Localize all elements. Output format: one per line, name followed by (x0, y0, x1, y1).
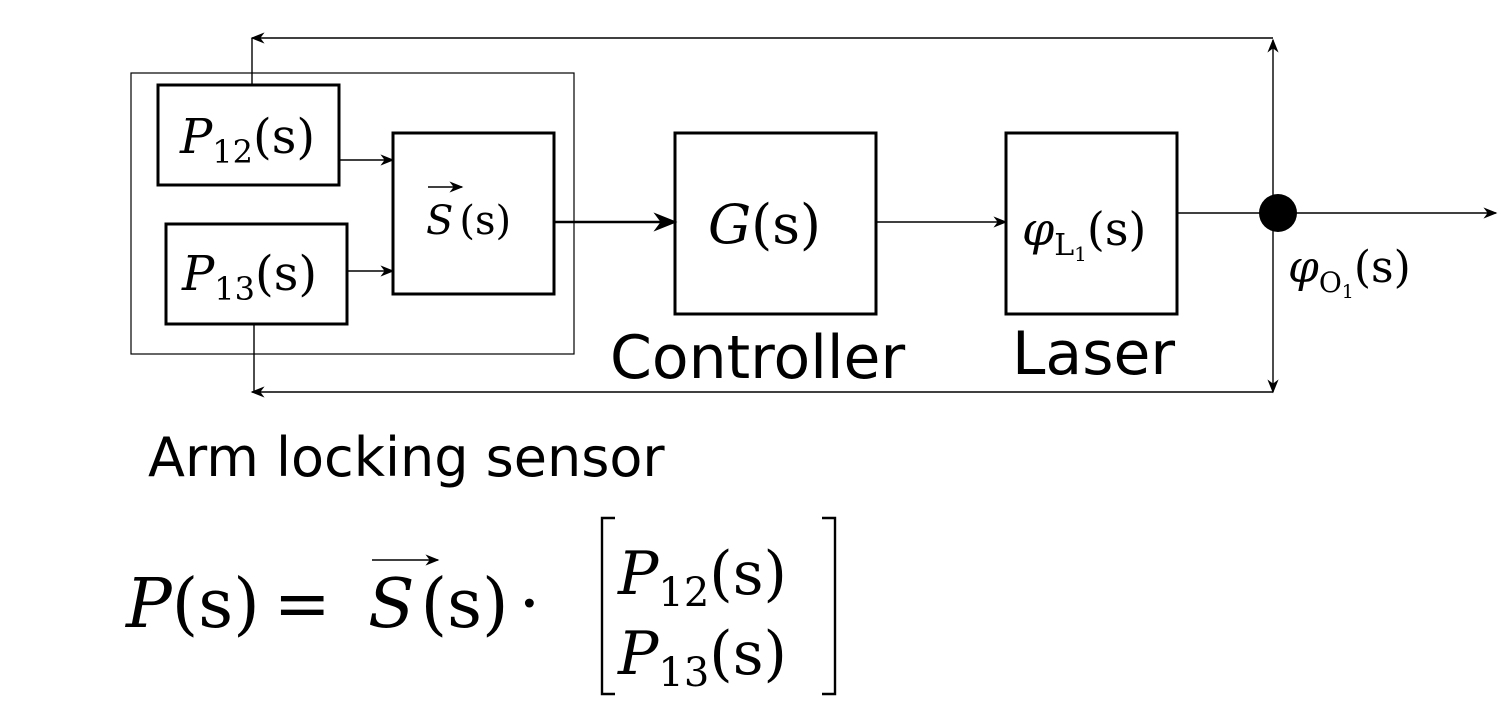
s-vec-arg: (s) (459, 198, 511, 244)
output-label: φO1(s) (1288, 242, 1411, 303)
svg-text:S(s)·: S(s)· (368, 565, 540, 644)
svg-text:P(s)=: P(s)= (124, 565, 331, 644)
eq-vec-var: S (368, 565, 415, 644)
eq-lhs-var: P (124, 565, 173, 644)
phi-o1-arg: (s) (1354, 242, 1411, 293)
phi-o1-var: φ (1288, 242, 1319, 293)
svg-text:φL1(s): φL1(s) (1022, 202, 1146, 266)
controller-block: G(s) (673, 131, 878, 316)
eq-row1-sub: 12 (658, 570, 709, 616)
eq-row1-var: P (617, 539, 660, 609)
eq-lhs-arg: (s) (172, 565, 260, 644)
equation: P(s)= S(s)· P12(s) P13(s) (124, 516, 837, 696)
branch-node (1259, 194, 1297, 232)
laser-label: Laser (1012, 319, 1175, 389)
svg-text:G(s): G(s) (708, 193, 821, 256)
svg-text:P13(s): P13(s) (617, 619, 787, 696)
svg-text:P13(s): P13(s) (181, 246, 317, 308)
svg-text:P12(s): P12(s) (617, 539, 787, 616)
laser-block: φL1(s) (1004, 131, 1179, 316)
eq-row1-arg: (s) (709, 539, 787, 609)
phi-l1-sub: L (1054, 228, 1074, 263)
s-vec-var: S (426, 198, 453, 244)
p13-arg: (s) (255, 246, 317, 302)
p12-var: P (179, 109, 213, 165)
arm-sensor-label: Arm locking sensor (148, 426, 665, 489)
phi-l1-subsub: 1 (1074, 242, 1087, 266)
p12-block: P12(s) (156, 83, 341, 187)
p12-sub: 12 (212, 133, 253, 171)
eq-row2-var: P (617, 619, 660, 689)
svg-text:S(s): S(s) (426, 198, 511, 244)
eq-row2-arg: (s) (709, 619, 787, 689)
eq-dot: · (519, 565, 541, 644)
phi-o1-sub: O (1319, 266, 1342, 299)
g-var: G (708, 193, 751, 256)
eq-row2-sub: 13 (658, 650, 709, 696)
phi-l1-var: φ (1022, 202, 1055, 256)
controller-label: Controller (610, 323, 905, 393)
svg-text:P12(s): P12(s) (179, 109, 315, 171)
phi-l1-arg: (s) (1087, 202, 1147, 256)
phi-o1-subsub: 1 (1342, 281, 1354, 303)
p13-var: P (181, 246, 215, 302)
eq-equals: = (274, 565, 331, 644)
eq-vec-arg: (s) (421, 565, 509, 644)
p13-sub: 13 (214, 270, 255, 308)
g-arg: (s) (751, 193, 821, 256)
s-vector-block: S(s) (391, 131, 556, 296)
matrix-left-bracket (600, 516, 615, 696)
p13-block: P13(s) (164, 222, 349, 326)
arm-locking-sensor-group (130, 72, 575, 355)
matrix-right-bracket (822, 516, 837, 696)
p12-arg: (s) (253, 109, 315, 165)
